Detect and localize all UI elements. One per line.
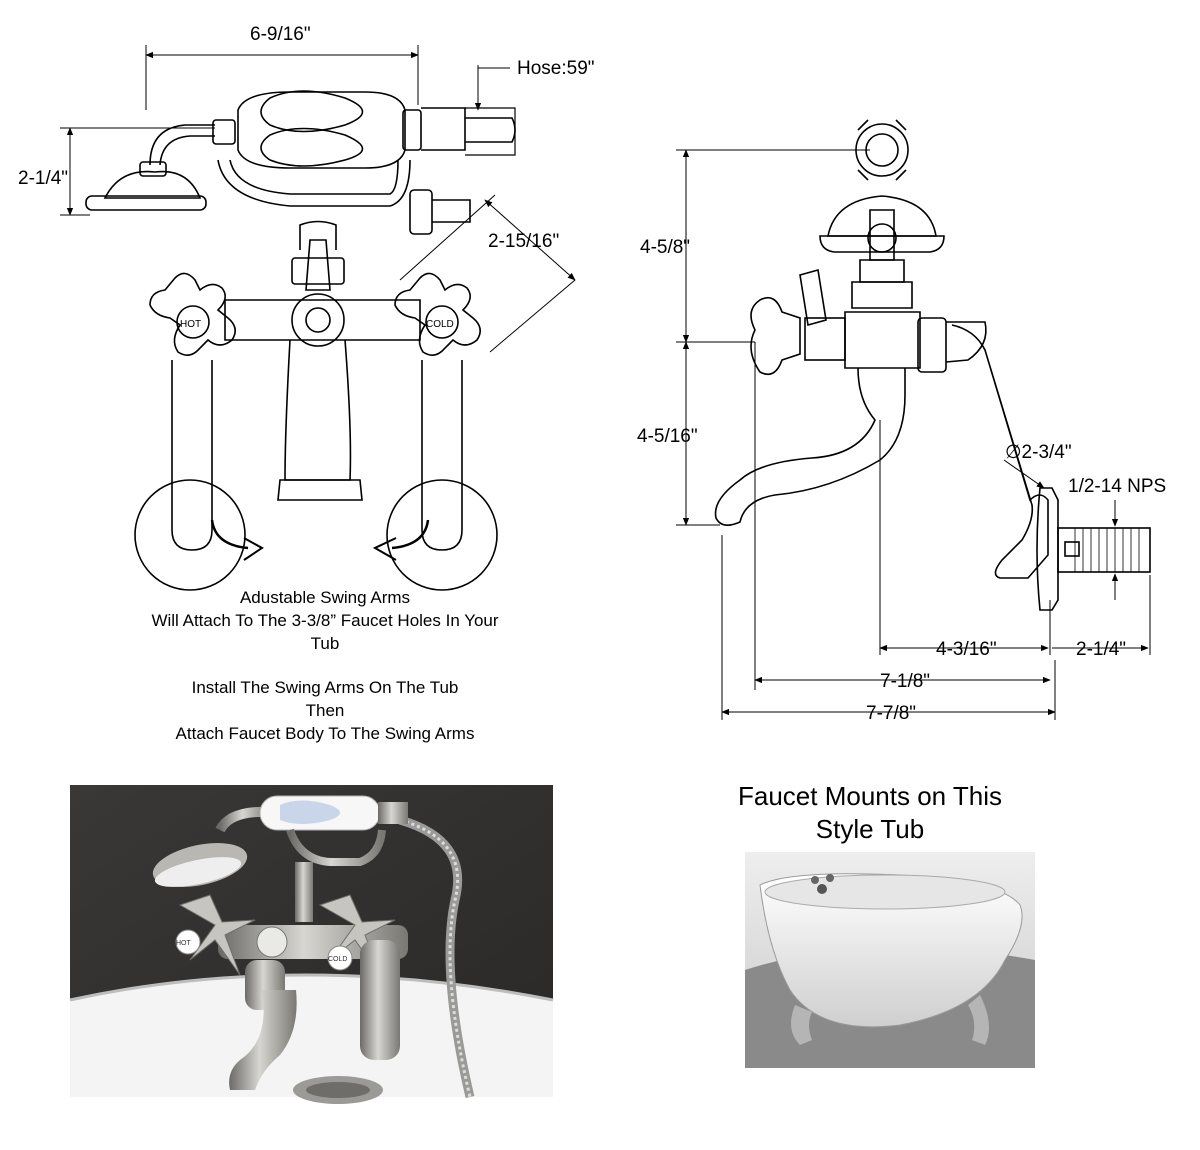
photo-hot-label: HOT: [176, 940, 192, 947]
swing-arms-note-line: Adustable Swing Arms: [239, 588, 411, 607]
tub-caption-line: Style Tub: [815, 814, 925, 844]
swing-arms-note: Adustable Swing Arms Will Attach To The …: [110, 586, 540, 655]
tub-caption: Faucet Mounts on This Style Tub: [690, 780, 1050, 846]
photo-cold-label: COLD: [328, 956, 347, 963]
dim-upper-height: 4-5/8": [640, 237, 690, 258]
side-view-drawing: [714, 119, 1151, 611]
swing-arms-note-line: Tub: [310, 634, 340, 653]
dim-hose: Hose:59": [517, 58, 595, 79]
front-view-drawing: [85, 90, 516, 591]
dim-handle-offset: 2-15/16": [488, 231, 559, 252]
dim-overall-depth: 7-7/8": [866, 703, 916, 724]
dim-spout-reach: 7-1/8": [880, 671, 930, 692]
dim-thread: 1/2-14 NPS: [1068, 476, 1166, 497]
install-note: Install The Swing Arms On The Tub Then A…: [110, 676, 540, 745]
tub-caption-line: Faucet Mounts on This: [738, 781, 1002, 811]
install-note-line: Install The Swing Arms On The Tub: [191, 678, 459, 697]
install-note-line: Attach Faucet Body To The Swing Arms: [175, 724, 475, 743]
dim-head: 2-1/4": [18, 168, 68, 189]
dim-flange: ∅2-3/4": [1005, 442, 1072, 463]
install-note-line: Then: [305, 701, 345, 720]
tub-photo: [745, 852, 1035, 1068]
cold-label: COLD: [426, 319, 454, 330]
side-view-dimensions: [676, 149, 1151, 720]
dim-thread-length: 2-1/4": [1076, 639, 1126, 660]
dim-arm-reach: 4-3/16": [936, 639, 997, 660]
dim-lower-height: 4-5/16": [637, 426, 698, 447]
dim-width: 6-9/16": [250, 24, 311, 45]
faucet-photo: [69, 785, 554, 1104]
swing-arms-note-line: Will Attach To The 3-3/8” Faucet Holes I…: [151, 611, 499, 630]
hot-label: HOT: [180, 319, 201, 330]
front-view-dimensions: [60, 45, 576, 353]
